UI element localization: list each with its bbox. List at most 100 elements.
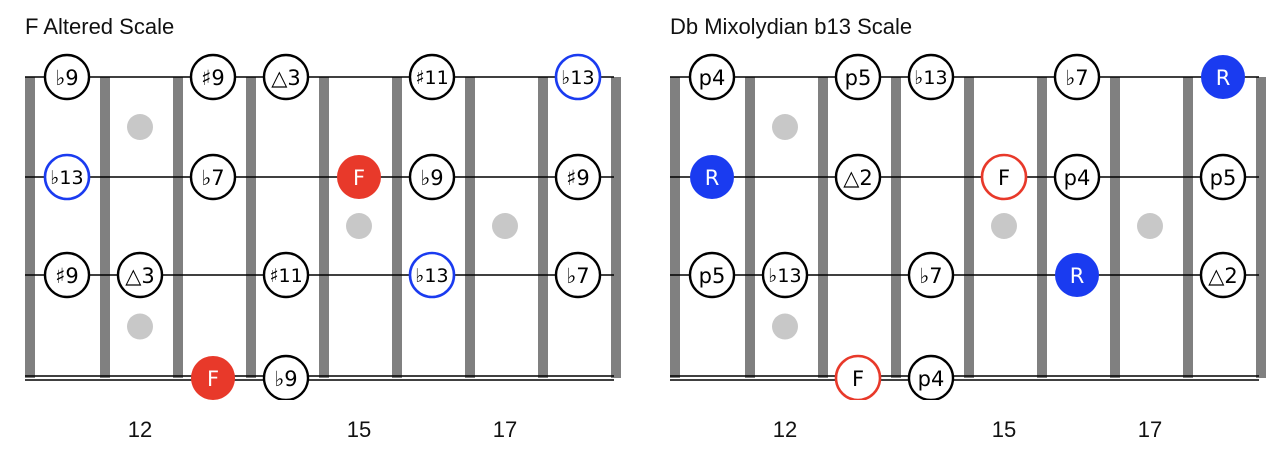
fret-number: 15 <box>991 417 1017 442</box>
note-circle <box>761 251 809 299</box>
note-marker: ♭13 <box>907 53 955 101</box>
note-circle <box>1201 55 1245 99</box>
fret-bar <box>670 77 680 378</box>
note-circle <box>554 153 602 201</box>
fret-number: 12 <box>772 417 798 442</box>
note-label: ♯9 <box>55 264 79 288</box>
note-marker: p5 <box>688 251 736 299</box>
note-circle <box>116 251 164 299</box>
note-marker: ♭7 <box>189 153 237 201</box>
note-circle <box>980 153 1028 201</box>
note-marker: ♭13 <box>554 53 602 101</box>
fret-bar <box>25 77 35 378</box>
note-label: ♭7 <box>201 166 224 190</box>
note-label: △2 <box>843 166 873 190</box>
fret-bar <box>246 77 256 378</box>
fret-number: 17 <box>492 417 518 442</box>
fret-inlay-dot <box>492 213 518 239</box>
note-label: R <box>705 166 720 190</box>
note-marker: △2 <box>1199 251 1247 299</box>
fret-bar <box>891 77 901 378</box>
note-label: △2 <box>1208 264 1238 288</box>
note-marker: ♯9 <box>43 251 91 299</box>
note-circle <box>834 153 882 201</box>
note-label: F <box>353 166 365 190</box>
note-marker: ♭9 <box>262 354 310 400</box>
note-label: ♭7 <box>1065 66 1088 90</box>
note-marker: ♭7 <box>907 251 955 299</box>
note-label: R <box>1070 264 1085 288</box>
note-marker: ♭13 <box>761 251 809 299</box>
note-marker: ♯9 <box>554 153 602 201</box>
note-marker: △3 <box>116 251 164 299</box>
note-label: ♭9 <box>420 166 443 190</box>
fret-bar <box>818 77 828 378</box>
fret-bar <box>1183 77 1193 378</box>
note-circle <box>408 153 456 201</box>
fret-bar <box>100 77 110 378</box>
fret-bar <box>611 77 621 378</box>
note-marker: △2 <box>834 153 882 201</box>
note-label: ♯11 <box>415 67 448 89</box>
note-marker: R <box>1201 55 1245 99</box>
fret-bar <box>392 77 402 378</box>
note-circle <box>262 53 310 101</box>
note-label: ♭7 <box>566 264 589 288</box>
note-label: p5 <box>1210 166 1237 190</box>
note-circle <box>834 354 882 400</box>
note-circle <box>191 356 235 400</box>
fret-number: 17 <box>1137 417 1163 442</box>
note-marker: p5 <box>1199 153 1247 201</box>
note-circle <box>554 53 602 101</box>
diagram-title: Db Mixolydian b13 Scale <box>670 14 913 39</box>
note-label: ♭13 <box>561 67 594 89</box>
note-circle <box>907 354 955 400</box>
note-circle <box>43 53 91 101</box>
note-circle <box>337 155 381 199</box>
note-circle <box>834 53 882 101</box>
fret-inlay-dot <box>1137 213 1163 239</box>
note-marker: ♭9 <box>408 153 456 201</box>
note-label: △3 <box>271 66 301 90</box>
note-circle <box>1199 153 1247 201</box>
note-circle <box>189 53 237 101</box>
note-marker: R <box>690 155 734 199</box>
note-label: F <box>852 367 864 391</box>
note-circle <box>907 53 955 101</box>
note-marker: ♭7 <box>554 251 602 299</box>
note-label: ♯11 <box>269 265 302 287</box>
note-label: ♯9 <box>566 166 590 190</box>
note-label: F <box>207 367 219 391</box>
note-circle <box>907 251 955 299</box>
note-label: ♯9 <box>201 66 225 90</box>
note-circle <box>1053 53 1101 101</box>
fret-inlay-dot <box>127 114 153 140</box>
note-label: p4 <box>918 367 945 391</box>
note-marker: ♯9 <box>189 53 237 101</box>
fret-bar <box>538 77 548 378</box>
fret-bar <box>319 77 329 378</box>
note-label: △3 <box>125 264 155 288</box>
note-label: p5 <box>845 66 872 90</box>
fret-bar <box>1256 77 1266 378</box>
fret-bar <box>465 77 475 378</box>
note-circle <box>189 153 237 201</box>
note-circle <box>262 251 310 299</box>
note-label: p5 <box>699 264 726 288</box>
note-label: ♭13 <box>50 167 83 189</box>
note-label: ♭13 <box>415 265 448 287</box>
note-marker: F <box>191 356 235 400</box>
note-marker: F <box>337 155 381 199</box>
note-marker: ♭13 <box>408 251 456 299</box>
fret-inlay-dot <box>772 313 798 340</box>
note-label: ♭7 <box>919 264 942 288</box>
note-marker: p4 <box>907 354 955 400</box>
fret-number: 12 <box>127 417 153 442</box>
note-circle <box>262 354 310 400</box>
note-marker: F <box>980 153 1028 201</box>
fret-inlay-dot <box>772 114 798 140</box>
